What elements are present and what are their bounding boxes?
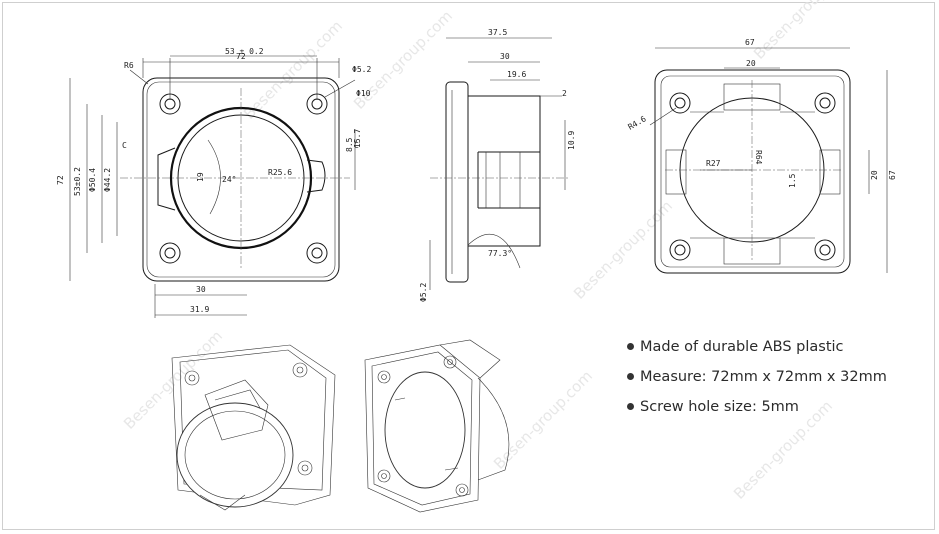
dim-hole-small: Φ5.2 [352, 65, 371, 74]
watermark-6: Besen-group.com [750, 0, 856, 63]
dim-bottom-31-9: 31.9 [190, 305, 209, 314]
front-isometric-render [171, 344, 336, 511]
bullet-icon [627, 402, 634, 410]
dim-depth: 37.5 [488, 28, 507, 37]
dim-body: 30 [500, 52, 510, 61]
dim-15-7: 15.7 [353, 129, 362, 148]
section-mark-left: C [122, 141, 127, 150]
feature-list: Made of durable ABS plastic Measure: 72m… [627, 336, 887, 426]
dim-back-corner: R4.6 [627, 114, 648, 132]
dim-latch-height: 19 [196, 172, 205, 182]
dim-back-r64: R64 [754, 150, 763, 165]
dim-back-radius: R27 [706, 159, 721, 168]
bullet-icon [627, 342, 634, 350]
back-isometric-render [364, 339, 510, 513]
dim-lip: 2 [562, 89, 567, 98]
watermark-4: Besen-group.com [570, 197, 676, 303]
dim-side-angle: 77.3° [488, 249, 512, 258]
feature-item: Screw hole size: 5mm [627, 396, 887, 426]
front-view-drawing: 72 53 ± 0.2 72 53±0.2 Φ50.4 Φ44.2 C R6 Φ… [56, 47, 371, 318]
section-mark-right: C [354, 141, 359, 150]
dim-inner-height: 53±0.2 [73, 167, 82, 196]
feature-item: Made of durable ABS plastic [627, 336, 887, 366]
watermark-1: Besen-group.com [240, 17, 346, 123]
bullet-icon [627, 372, 634, 380]
dim-back-side-slot: 20 [870, 170, 879, 180]
side-view-drawing: 37.5 30 19.6 2 10.9 77.3° Φ5.2 [419, 28, 576, 302]
dim-width: 72 [236, 52, 246, 61]
dim-back-height: 67 [888, 170, 897, 180]
dim-bottom-30: 30 [196, 285, 206, 294]
feature-text: Screw hole size: 5mm [640, 399, 799, 415]
dim-boss: 19.6 [507, 70, 526, 79]
dim-height: 72 [56, 175, 65, 185]
dim-corner-radius: R6 [124, 61, 134, 70]
feature-text: Made of durable ABS plastic [640, 339, 844, 355]
dim-10-9: 10.9 [567, 131, 576, 150]
dim-back-slot: 20 [746, 59, 756, 68]
dim-dia-outer: Φ50.4 [88, 168, 97, 192]
dim-back-width: 67 [745, 38, 755, 47]
back-view-drawing: 67 20 R4.6 R27 R64 67 20 1.5 [627, 38, 897, 274]
feature-item: Measure: 72mm x 72mm x 32mm [627, 366, 887, 396]
dim-inner-width: 53 ± 0.2 [225, 47, 264, 56]
dim-side-hole: Φ5.2 [419, 283, 428, 302]
dim-back-rib: 1.5 [788, 173, 797, 188]
watermark-5: Besen-group.com [490, 367, 596, 473]
dim-8-5: 8.5 [345, 137, 354, 152]
dim-main-radius: R25.6 [268, 168, 292, 177]
dim-hole-large: Φ10 [356, 89, 371, 98]
dim-dia-inner: Φ44.2 [103, 168, 112, 192]
dim-angle: 24° [222, 175, 236, 184]
feature-text: Measure: 72mm x 72mm x 32mm [640, 369, 887, 385]
